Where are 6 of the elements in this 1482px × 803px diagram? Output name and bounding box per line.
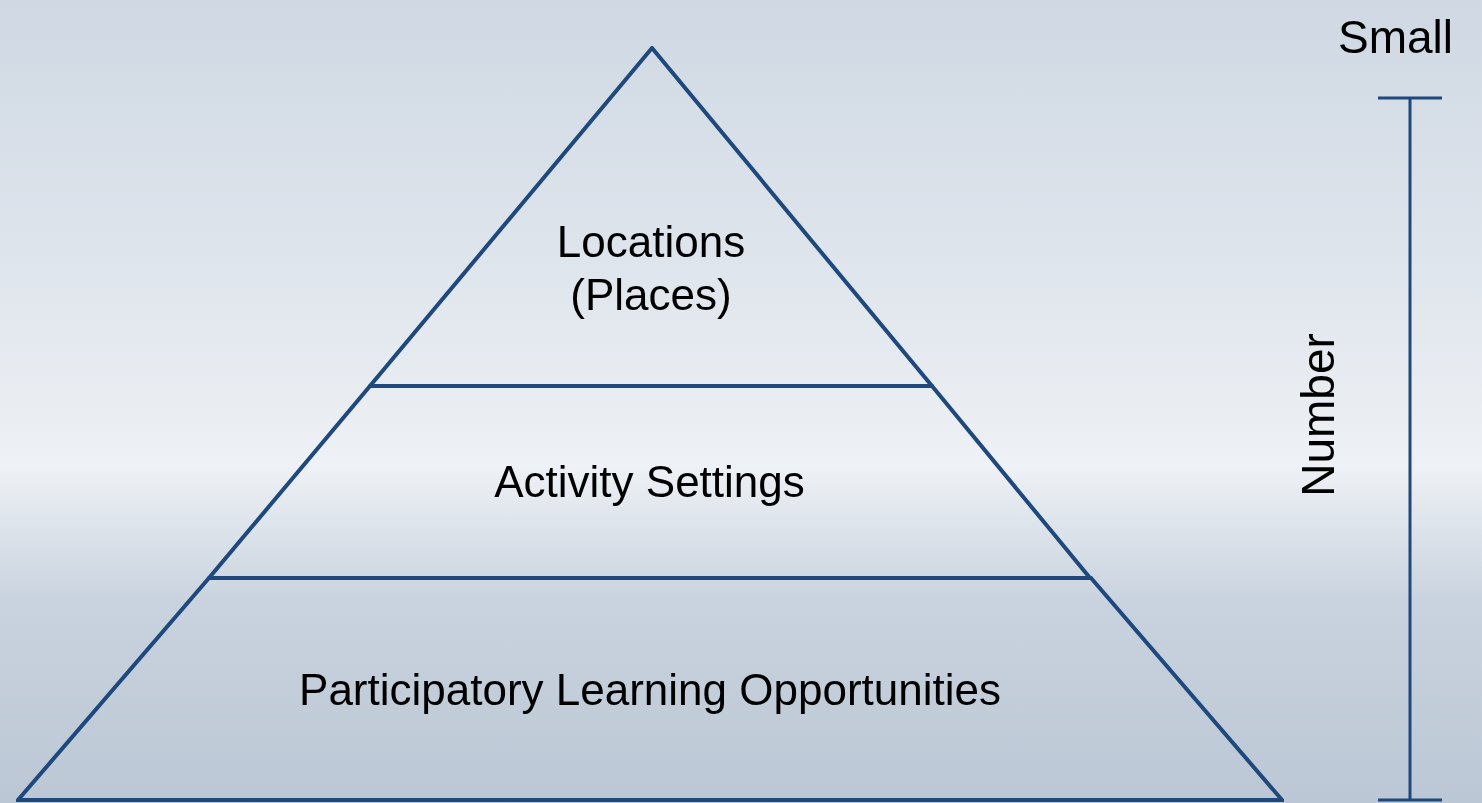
tier-label: Locations (Places) (555, 216, 747, 321)
scale-label: Small (1338, 14, 1454, 60)
tier-label: Activity Settings (493, 456, 806, 508)
axis-label: Number (1295, 332, 1341, 499)
tier-label: Participatory Learning Opportunities (298, 664, 1002, 716)
pyramid-tier (16, 576, 1284, 802)
